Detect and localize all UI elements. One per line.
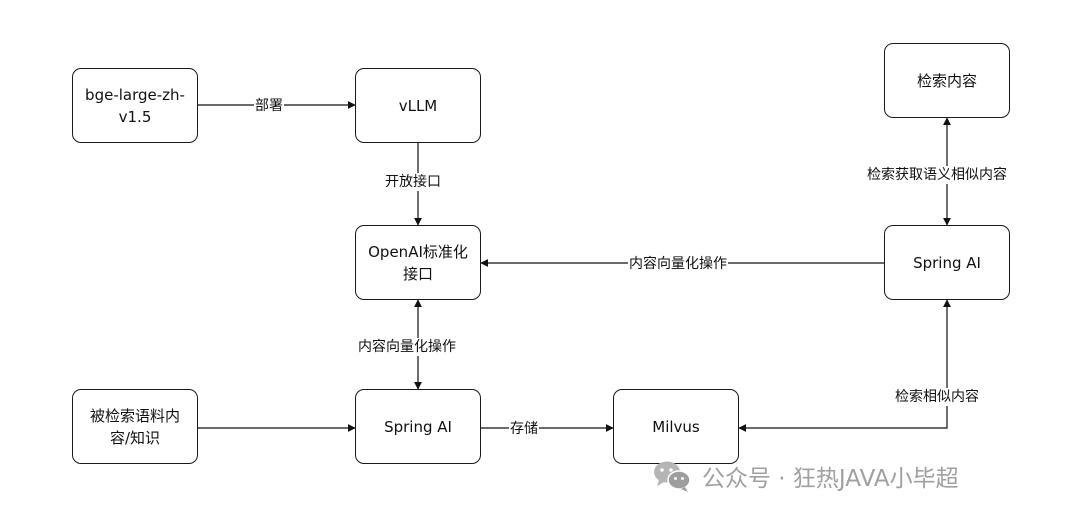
watermark-text: 公众号 · 狂热JAVA小毕超	[702, 466, 959, 492]
edge-search-similar	[738, 299, 951, 432]
node-bge-line1: bge-large-zh-	[85, 85, 185, 104]
node-search-content: 检索内容	[884, 43, 1010, 118]
node-vllm-label: vLLM	[398, 96, 438, 115]
node-milvus: Milvus	[613, 389, 739, 464]
node-spring-ai-bottom-label: Spring AI	[384, 417, 452, 436]
node-spring-ai-right-label: Spring AI	[913, 253, 981, 272]
edge-label-vectorize-right: 内容向量化操作	[628, 255, 728, 273]
wechat-icon	[654, 461, 691, 492]
edge-label-retrieve-semantic: 检索获取语义相似内容	[866, 166, 1008, 184]
edge-label-open-interface: 开放接口	[384, 173, 442, 191]
node-spring-ai-right: Spring AI	[884, 225, 1010, 300]
node-corpus: 被检索语料内容/知识	[72, 389, 198, 464]
edge-label-deploy: 部署	[254, 97, 284, 115]
node-search-content-label: 检索内容	[916, 71, 977, 90]
edge-label-search-similar: 检索相似内容	[894, 388, 980, 406]
watermark: 公众号 · 狂热JAVA小毕超	[652, 456, 959, 496]
node-vllm: vLLM	[355, 68, 481, 143]
node-spring-ai-bottom: Spring AI	[355, 389, 481, 464]
node-corpus-line1: 被检索语料内	[89, 406, 180, 425]
node-openai-line2: 接口	[402, 264, 433, 283]
node-corpus-line2: 容/知识	[109, 428, 161, 447]
edge-label-vectorize-bottom: 内容向量化操作	[357, 338, 457, 356]
node-bge-model: bge-large-zh-v1.5	[72, 68, 198, 143]
edge-label-store: 存储	[509, 420, 539, 438]
node-openai-line1: OpenAI标准化	[368, 242, 468, 261]
node-bge-line2: v1.5	[118, 107, 152, 126]
node-openai-interface: OpenAI标准化接口	[355, 225, 481, 300]
node-milvus-label: Milvus	[652, 417, 700, 436]
